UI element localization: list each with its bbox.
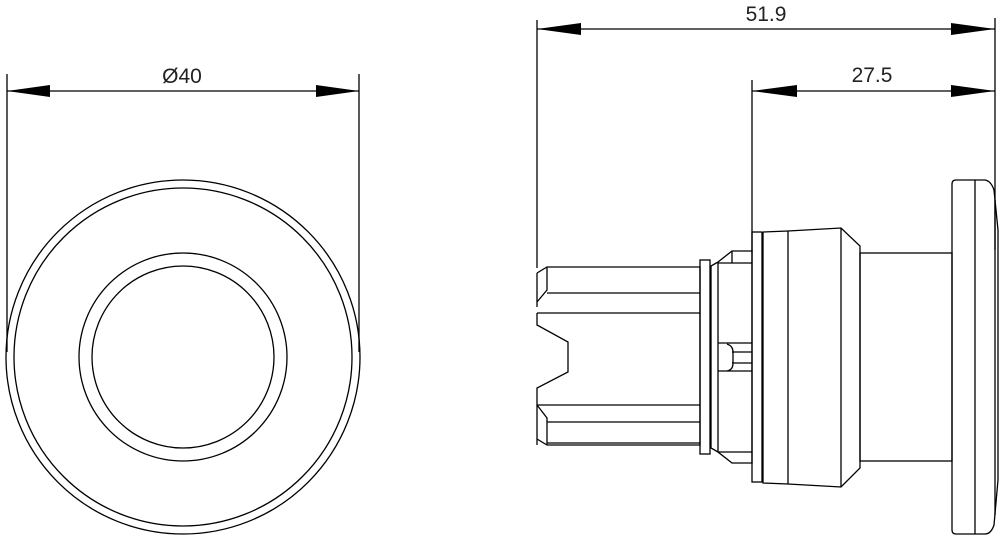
arrow-head (316, 85, 359, 97)
overall-length-label: 51.9 (746, 3, 787, 26)
anti-rotation-pin (718, 342, 752, 372)
washer (710, 261, 719, 453)
plunger-stem (859, 252, 953, 462)
front-length-label: 27.5 (852, 64, 893, 87)
rear-shaft (536, 266, 701, 446)
arrow-head (752, 85, 797, 97)
mounting-nut (717, 250, 753, 464)
arrow-head (537, 23, 581, 35)
arrow-head (951, 23, 995, 35)
side-view: 51.9 27.5 (536, 3, 999, 535)
button-face-circle (91, 265, 275, 449)
button-ring-circle (78, 252, 288, 462)
sealing-ring (751, 231, 763, 483)
front-collar (762, 227, 861, 488)
mushroom-head-cap (951, 179, 999, 535)
arrow-head (951, 85, 995, 97)
outer-bezel-circle (5, 179, 361, 535)
arrow-head (7, 85, 50, 97)
diameter-label: Ø40 (162, 65, 202, 88)
front-view: Ø40 (5, 65, 361, 535)
bezel-inner-circle (13, 187, 353, 527)
retaining-flange (699, 259, 711, 455)
